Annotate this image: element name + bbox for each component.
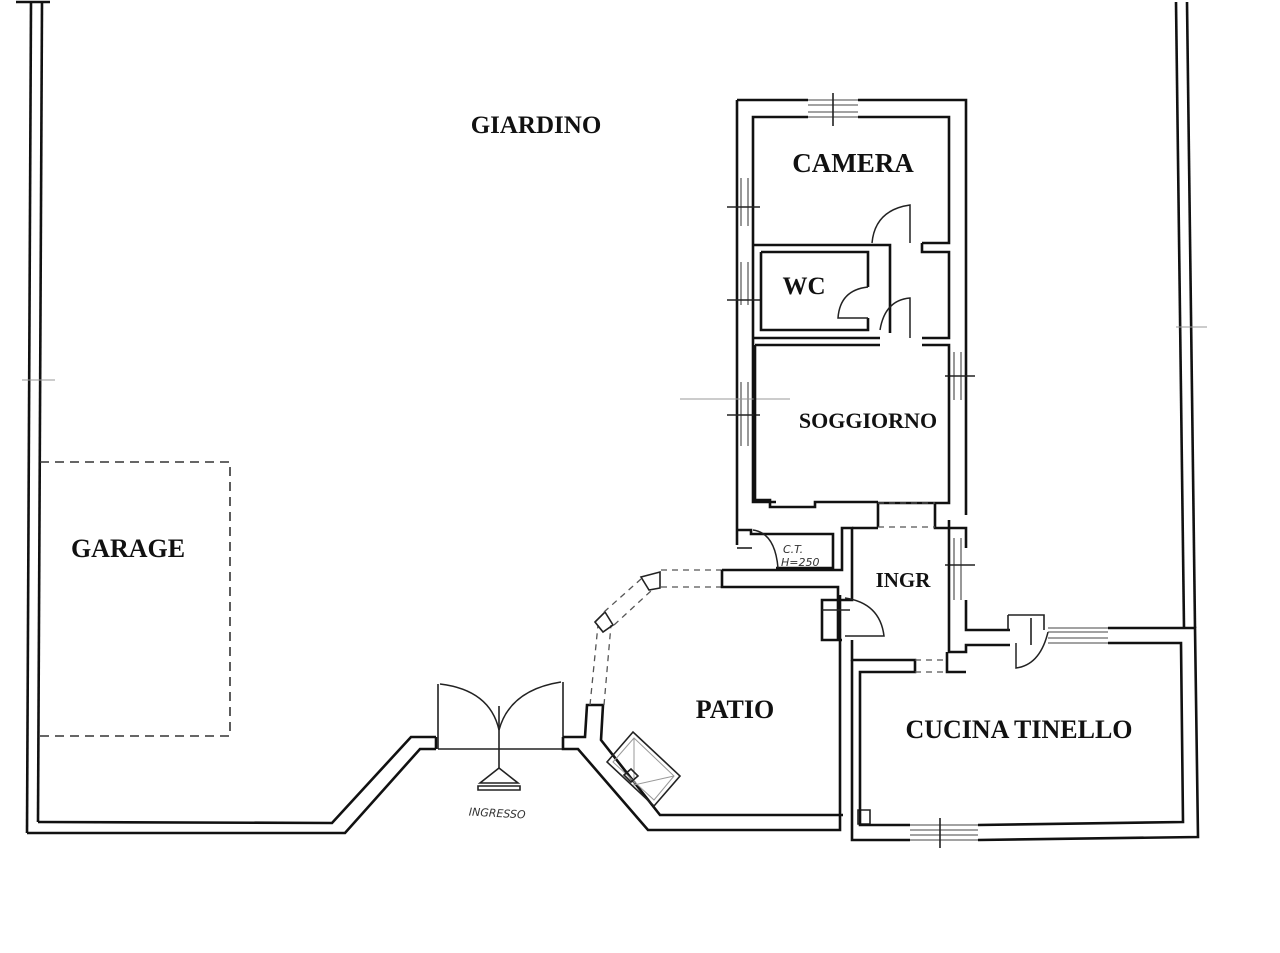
- ingr-right-inner: [947, 520, 1010, 654]
- house-walls: [680, 93, 975, 545]
- cucina-window-top: [1048, 627, 1108, 644]
- soggiorno-inner-right: [755, 343, 951, 527]
- ingr-bottom-wall-left: [850, 640, 917, 682]
- label-patio: PATIO: [696, 695, 774, 724]
- wc-inner-box: [759, 252, 870, 332]
- wc-window: [740, 262, 749, 305]
- entrance-gate[interactable]: [437, 681, 564, 791]
- ct-door-swing[interactable]: [752, 529, 779, 569]
- camera-door-swing[interactable]: [871, 204, 911, 244]
- garage-outline: [38, 461, 231, 737]
- ingr-door-swing[interactable]: [844, 597, 885, 637]
- patio-pillar-2: [639, 570, 661, 591]
- right-boundary-outer: [1174, 1, 1186, 629]
- cucina-door-frame: [1007, 614, 1045, 630]
- camera-wc-partition: [753, 243, 892, 333]
- laundry-tub-inner: [612, 737, 675, 801]
- patio-low-wall-1: [589, 624, 612, 706]
- patio-low-wall-3: [661, 569, 722, 588]
- annotations: INGRESSO C.T. H=250: [468, 543, 819, 822]
- soggiorno-inner-bottom: [753, 345, 878, 509]
- ingr-bottom-wall-right: [945, 652, 966, 674]
- label-giardino: GIARDINO: [471, 112, 602, 139]
- entrance-arrow-base: [477, 785, 521, 791]
- hall-right-wall: [920, 243, 951, 340]
- entry-area-walls: [720, 502, 1010, 682]
- ingr-top-walls: [852, 502, 968, 548]
- label-soggiorno: SOGGIORNO: [799, 408, 937, 433]
- patio-top-wall: [720, 570, 840, 640]
- gate-frame: [437, 682, 564, 750]
- label-ct-height: H=250: [781, 556, 819, 569]
- cucina-door-swing[interactable]: [1015, 631, 1049, 669]
- garage-dashed-rect: [38, 461, 231, 737]
- laundry-tub-slope: [633, 738, 675, 786]
- laundry-tub: [605, 730, 682, 808]
- right-boundary-inner: [1185, 1, 1197, 629]
- camera-inner-right: [858, 115, 951, 245]
- patio-outer-wall: [561, 595, 842, 832]
- wc-door-swing[interactable]: [837, 286, 869, 319]
- bottom-boundary-outer: [27, 747, 436, 835]
- wc-inner-top: [761, 250, 870, 287]
- cucina-inner: [858, 641, 1185, 827]
- label-garage: GARAGE: [71, 534, 185, 563]
- house-inner-left: [751, 115, 808, 504]
- gate-leaf-left-swing: [439, 683, 500, 731]
- bottom-boundary-inner: [37, 735, 436, 825]
- patio-pillar-1: [593, 610, 615, 634]
- ingr-opening-top: [878, 502, 935, 528]
- ingr-opening-bottom: [915, 659, 947, 673]
- label-wc: WC: [782, 273, 825, 300]
- ingr-left-wall: [722, 526, 854, 642]
- entrance-arrow-icon: [477, 766, 521, 784]
- ingr-right-outer: [964, 600, 1010, 632]
- label-ingr: INGR: [876, 568, 932, 592]
- cucina-window-bottom: [910, 824, 978, 841]
- ingr-window: [953, 538, 962, 600]
- laundry-tub-drain: [622, 767, 640, 784]
- patio-inner-wall: [563, 703, 843, 817]
- property-boundary: [16, 0, 1207, 835]
- label-cucina-tinello: CUCINA TINELLO: [905, 715, 1132, 744]
- soggiorno-window-left: [740, 382, 749, 446]
- label-ingresso: INGRESSO: [468, 806, 526, 822]
- soggiorno-door-swing[interactable]: [879, 297, 911, 338]
- label-camera: CAMERA: [792, 148, 914, 178]
- patio-walls: [561, 569, 871, 832]
- ct-box: [737, 528, 835, 570]
- left-boundary-outer: [25, 1, 33, 834]
- label-ct: C.T.: [783, 543, 803, 556]
- camera-window-left: [740, 178, 749, 226]
- cucina-outer: [850, 626, 1200, 842]
- cucina-walls: [850, 614, 1200, 848]
- patio-low-wall-2: [603, 578, 653, 626]
- gate-leaf-right-swing: [498, 681, 562, 731]
- left-boundary-inner: [36, 1, 44, 823]
- room-labels: GIARDINO CAMERA WC SOGGIORNO INGR PATIO …: [71, 112, 1133, 744]
